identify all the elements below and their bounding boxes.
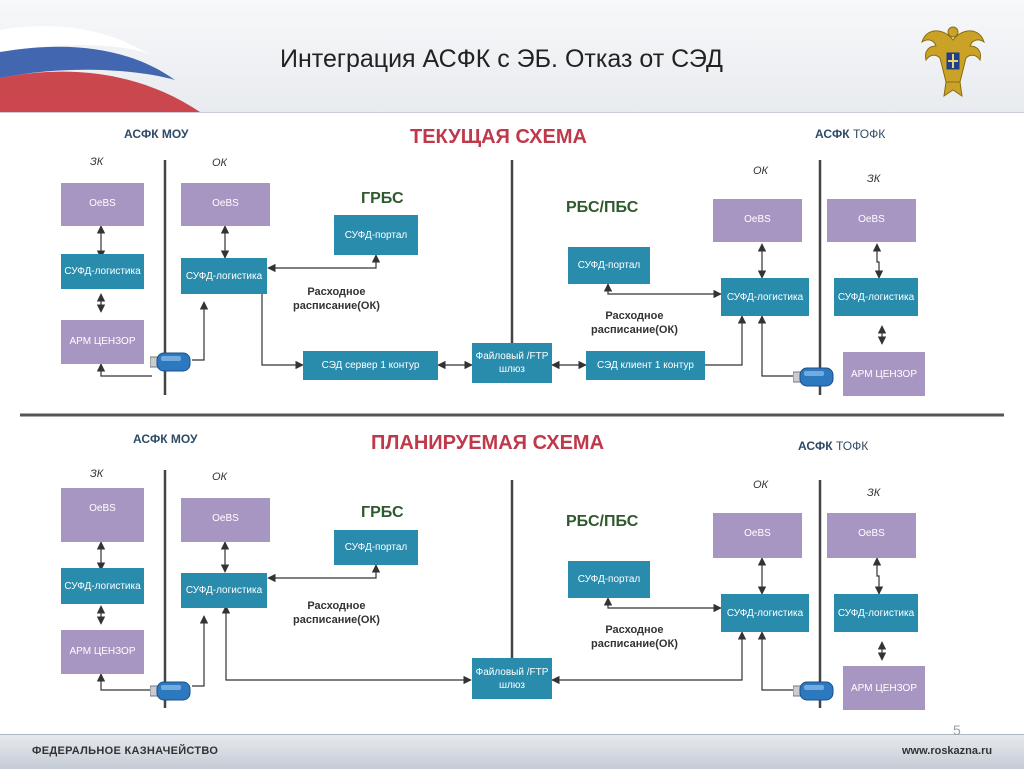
zk-label: ЗК bbox=[867, 487, 881, 499]
zk-oebs-box: OeBS bbox=[827, 199, 916, 242]
usb-token-icon bbox=[150, 352, 191, 372]
sed-client-box: СЭД клиент 1 контур bbox=[586, 351, 705, 380]
footer-organization: ФЕДЕРАЛЬНОЕ КАЗНАЧЕЙСТВО bbox=[32, 745, 219, 757]
org-label-mou: АСФК МОУ bbox=[124, 127, 189, 141]
arm-cenzor-box: АРМ ЦЕНЗОР bbox=[61, 630, 144, 674]
double-headed-eagle-emblem-icon bbox=[921, 26, 985, 98]
zk-sufd-logistics-box: СУФД-логистика bbox=[834, 594, 918, 632]
ok-label: ОК bbox=[753, 479, 769, 491]
slide-header bbox=[0, 0, 1024, 113]
org-label-mou: АСФК МОУ bbox=[133, 432, 198, 446]
zk-label: ЗК bbox=[90, 156, 104, 168]
group-label-grbs: ГРБС bbox=[361, 504, 404, 521]
zk-oebs-box: OeBS bbox=[61, 488, 144, 542]
scheme-title-planned: ПЛАНИРУЕМАЯ СХЕМА bbox=[371, 432, 605, 454]
zk-sufd-logistics-box: СУФД-логистика bbox=[834, 278, 918, 316]
scheme-title-current: ТЕКУЩАЯ СХЕМА bbox=[410, 126, 587, 148]
ok-label: ОК bbox=[212, 471, 228, 483]
russian-flag-icon bbox=[0, 26, 200, 112]
footer-website-link[interactable]: www.roskazna.ru bbox=[902, 745, 993, 757]
zk-label: ЗК bbox=[867, 173, 881, 185]
sufd-portal-box: СУФД-портал bbox=[334, 215, 418, 255]
group-label-rbs-pbs: РБС/ПБС bbox=[566, 513, 639, 530]
sed-server-box: СЭД сервер 1 контур bbox=[303, 351, 438, 380]
ok-oebs-box: OeBS bbox=[181, 498, 270, 542]
arm-cenzor-box: АРМ ЦЕНЗОР bbox=[843, 352, 925, 396]
ok-sufd-logistics-box: СУФД-логистика bbox=[721, 278, 809, 316]
sufd-portal-box: СУФД-портал bbox=[568, 561, 650, 598]
sufd-portal-box: СУФД-портал bbox=[334, 530, 418, 565]
arm-cenzor-box: АРМ ЦЕНЗОР bbox=[61, 320, 144, 364]
ok-sufd-logistics-box: СУФД-логистика bbox=[181, 258, 267, 294]
ok-sufd-logistics-box: СУФД-логистика bbox=[721, 594, 809, 632]
zk-sufd-logistics-box: СУФД-логистика bbox=[61, 254, 144, 289]
usb-token-icon bbox=[150, 681, 191, 701]
zk-oebs-box: OeBS bbox=[827, 513, 916, 558]
slide-footer bbox=[0, 734, 1024, 769]
zk-sufd-logistics-box: СУФД-логистика bbox=[61, 568, 144, 604]
sufd-portal-box: СУФД-портал bbox=[568, 247, 650, 284]
ok-label: ОК bbox=[753, 165, 769, 177]
org-label-tofk: АСФК ТОФК bbox=[798, 439, 869, 453]
ok-sufd-logistics-box: СУФД-логистика bbox=[181, 573, 267, 608]
ok-oebs-box: OeBS bbox=[713, 513, 802, 558]
org-label-tofk: АСФК ТОФК bbox=[815, 127, 886, 141]
zk-label: ЗК bbox=[90, 468, 104, 480]
ok-label: ОК bbox=[212, 157, 228, 169]
usb-token-icon bbox=[793, 367, 834, 387]
ok-oebs-box: OeBS bbox=[713, 199, 802, 242]
ok-oebs-box: OeBS bbox=[181, 183, 270, 226]
arm-cenzor-box: АРМ ЦЕНЗОР bbox=[843, 666, 925, 710]
group-label-rbs-pbs: РБС/ПБС bbox=[566, 199, 639, 216]
group-label-grbs: ГРБС bbox=[361, 190, 404, 207]
page-title: Интеграция АСФК с ЭБ. Отказ от СЭД bbox=[280, 45, 723, 73]
usb-token-icon bbox=[793, 681, 834, 701]
zk-oebs-box: OeBS bbox=[61, 183, 144, 226]
page-number: 5 bbox=[953, 722, 961, 738]
